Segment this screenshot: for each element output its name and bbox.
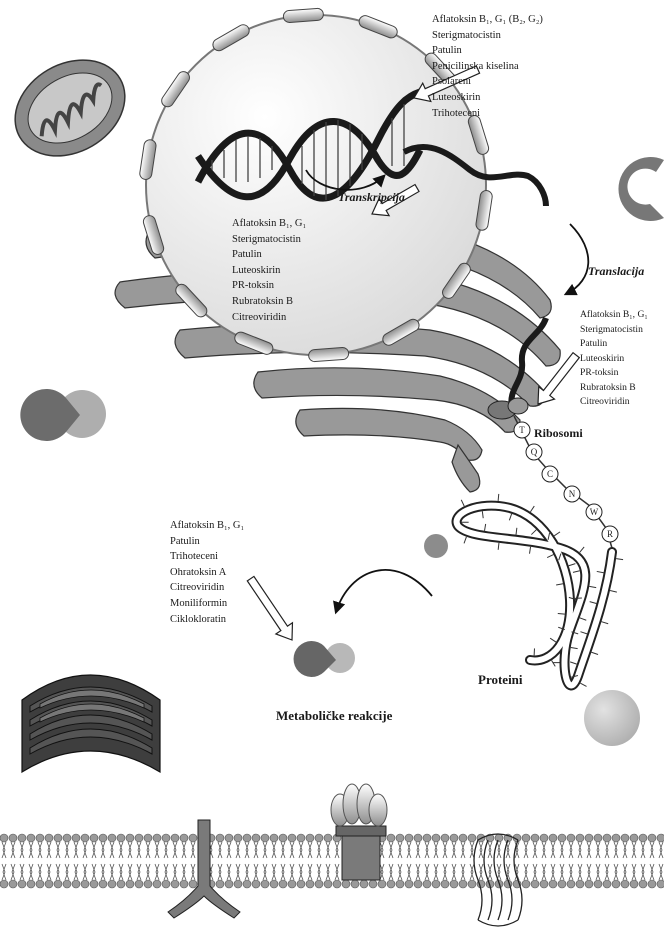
metabolism-arrow xyxy=(336,570,432,612)
toxin-list-item: Luteoskirin xyxy=(232,263,306,279)
enzyme-left-icon xyxy=(20,389,106,441)
toxin-list-item: Trihoteceni xyxy=(432,106,543,122)
amino-acid-letter: Q xyxy=(531,447,538,457)
mitochondrion-icon xyxy=(0,41,142,175)
golgi-apparatus-icon xyxy=(22,675,160,772)
inhibition-arrow-metabolism xyxy=(242,573,300,646)
toxin-list-item: Rubratoksin B xyxy=(580,381,664,396)
toxin-list-item: Psolareni xyxy=(432,74,543,90)
translation-arrow xyxy=(566,224,588,294)
proteins-label: Proteini xyxy=(478,672,523,688)
toxin-list-item: Aflatoksin B₁, G₁ xyxy=(170,518,244,534)
toxin-list-metabolism: Aflatoksin B₁, G₁ Patulin Trihoteceni Oh… xyxy=(170,518,244,627)
toxin-list-item: Patulin xyxy=(580,337,664,352)
nuclear-pore xyxy=(308,347,349,362)
toxin-list-item: Sterigmatocistin xyxy=(432,28,543,44)
toxin-list-item: Aflatoksin B₁, G₁ xyxy=(232,216,306,232)
toxin-list-item: Citreoviridin xyxy=(232,310,306,326)
nuclear-pore xyxy=(283,8,324,23)
small-sphere-icon xyxy=(424,534,448,558)
translation-label: Translacija xyxy=(588,264,644,279)
amino-acid-letter: R xyxy=(607,529,613,539)
toxin-list-item: PR-toksin xyxy=(232,278,306,294)
plasma-membrane xyxy=(0,830,664,892)
toxin-list-item: Rubratoksin B xyxy=(232,294,306,310)
toxin-list-item: Penicilinska kiselina xyxy=(432,59,543,75)
toxin-list-item: Aflatoksin B₁, G₁ (B₂, G₂) xyxy=(432,12,543,28)
amino-acid-letter: W xyxy=(590,507,599,517)
amino-acid-letter: C xyxy=(547,469,553,479)
toxin-list-item: Patulin xyxy=(432,43,543,59)
toxin-list-item: PR-toksin xyxy=(580,366,664,381)
protein-ribbon-icon xyxy=(457,506,612,686)
toxin-list-item: Sterigmatocistin xyxy=(580,323,664,338)
enzyme-metabolic-icon xyxy=(294,641,355,677)
toxin-list-item: Patulin xyxy=(170,534,244,550)
metabolic-reactions-label: Metaboličke reakcije xyxy=(276,708,392,724)
toxin-list-translation: Aflatoksin B₁, G₁ Sterigmatocistin Patul… xyxy=(580,308,664,410)
enzyme-right-icon xyxy=(618,157,664,221)
vesicle-icon xyxy=(584,690,640,746)
toxin-list-dna: Aflatoksin B₁, G₁ (B₂, G₂) Sterigmatocis… xyxy=(432,12,543,121)
ribosomes-label: Ribosomi xyxy=(534,426,583,441)
toxin-list-item: Citreoviridin xyxy=(170,580,244,596)
transcription-label: Transkripcija xyxy=(338,190,405,205)
toxin-list-item: Moniliformin xyxy=(170,596,244,612)
toxin-list-item: Ohratoksin A xyxy=(170,565,244,581)
toxin-list-transcription: Aflatoksin B₁, G₁ Sterigmatocistin Patul… xyxy=(232,216,306,325)
toxin-list-item: Aflatoksin B₁, G₁ xyxy=(580,308,664,323)
amino-acid-letter: N xyxy=(569,489,576,499)
toxin-list-item: Trihoteceni xyxy=(170,549,244,565)
toxin-list-item: Ciklokloratin xyxy=(170,612,244,628)
toxin-list-item: Patulin xyxy=(232,247,306,263)
toxin-list-item: Sterigmatocistin xyxy=(232,232,306,248)
toxin-list-item: Luteoskirin xyxy=(432,90,543,106)
toxin-list-item: Citreoviridin xyxy=(580,395,664,410)
amino-acid-letter: T xyxy=(519,425,525,435)
toxin-list-item: Luteoskirin xyxy=(580,352,664,367)
